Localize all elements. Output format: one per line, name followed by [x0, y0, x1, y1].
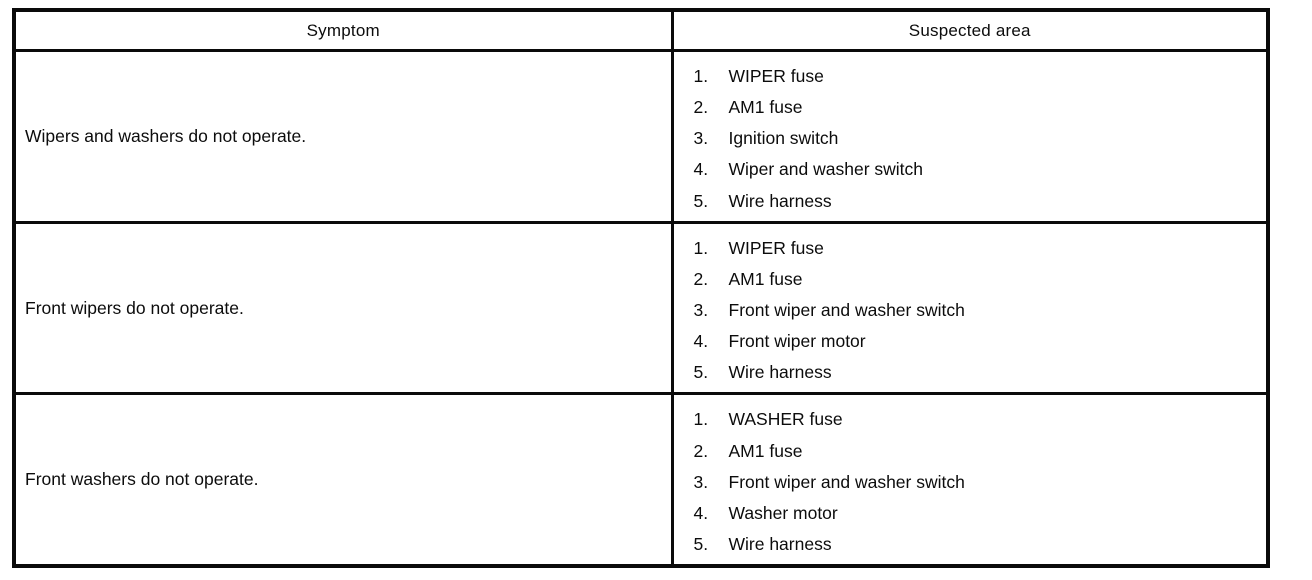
list-item-number: 2. — [693, 268, 709, 289]
list-item: 1. WASHER fuse — [694, 404, 1261, 435]
list-item: 1. WIPER fuse — [694, 61, 1261, 92]
symptom-text: Wipers and washers do not operate. — [25, 125, 307, 146]
list-item-label: AM1 fuse — [728, 440, 803, 461]
list-item: 1. WIPER fuse — [694, 233, 1261, 264]
symptom-cell: Wipers and washers do not operate. — [16, 52, 674, 221]
list-item-label: Washer motor — [728, 502, 838, 523]
list-item-label: AM1 fuse — [728, 97, 803, 118]
list-item: 2. AM1 fuse — [694, 435, 1261, 466]
list-item-label: Front wiper motor — [728, 331, 866, 352]
list-item-number: 1. — [693, 66, 709, 87]
list-item-number: 2. — [693, 440, 709, 461]
list-item: 3. Ignition switch — [694, 123, 1261, 154]
table-row: Wipers and washers do not operate. 1. WI… — [16, 49, 1266, 221]
symptom-cell: Front wipers do not operate. — [16, 223, 674, 393]
list-item-label: Wire harness — [728, 362, 832, 383]
list-item-number: 3. — [693, 300, 709, 321]
list-item: 4. Wiper and washer switch — [694, 154, 1261, 185]
list-item: 2. AM1 fuse — [694, 264, 1261, 295]
troubleshooting-table: Symptom Suspected area Wipers and washer… — [12, 8, 1270, 568]
list-item-label: WIPER fuse — [728, 237, 824, 258]
list-item-number: 2. — [693, 97, 709, 118]
list-item: 5. Wire harness — [694, 186, 1261, 217]
list-item-number: 3. — [693, 128, 709, 149]
list-item-label: Front wiper and washer switch — [728, 471, 965, 492]
suspected-area-cell: 1. WIPER fuse 2. AM1 fuse 3. Front wiper… — [674, 224, 1267, 393]
column-header-suspected-area: Suspected area — [908, 20, 1031, 40]
list-item: 3. Front wiper and washer switch — [694, 295, 1261, 326]
list-item: 4. Front wiper motor — [694, 326, 1261, 357]
list-item: 4. Washer motor — [694, 498, 1261, 529]
suspected-area-cell: 1. WIPER fuse 2. AM1 fuse 3. Ignition sw… — [674, 52, 1267, 221]
list-item-label: Wire harness — [728, 190, 832, 211]
list-item-label: AM1 fuse — [728, 268, 803, 289]
list-item-number: 4. — [693, 331, 709, 352]
list-item: 2. AM1 fuse — [694, 92, 1261, 123]
list-item-number: 4. — [693, 502, 709, 523]
symptom-cell: Front washers do not operate. — [16, 395, 674, 565]
list-item-number: 3. — [693, 471, 709, 492]
list-item-label: Wire harness — [728, 533, 832, 554]
list-item-number: 4. — [693, 159, 709, 180]
list-item: 5. Wire harness — [694, 357, 1261, 388]
table-row: Front wipers do not operate. 1. WIPER fu… — [16, 220, 1267, 393]
list-item-label: Ignition switch — [728, 128, 839, 149]
table-header-row: Symptom Suspected area — [16, 12, 1266, 49]
table-row: Front washers do not operate. 1. WASHER … — [16, 392, 1267, 565]
list-item-label: WASHER fuse — [728, 409, 843, 430]
list-item-label: Wiper and washer switch — [728, 159, 924, 180]
list-item: 5. Wire harness — [694, 529, 1261, 560]
symptom-text: Front wipers do not operate. — [25, 297, 244, 318]
suspected-area-cell: 1. WASHER fuse 2. AM1 fuse 3. Front wipe… — [674, 395, 1267, 564]
list-item-label: Front wiper and washer switch — [728, 300, 965, 321]
list-item-number: 5. — [693, 533, 709, 554]
column-header-symptom: Symptom — [16, 12, 674, 49]
list-item-number: 5. — [693, 190, 709, 211]
symptom-text: Front washers do not operate. — [25, 469, 259, 490]
list-item: 3. Front wiper and washer switch — [694, 467, 1261, 498]
list-item-number: 1. — [693, 409, 709, 430]
list-item-number: 5. — [693, 362, 709, 383]
list-item-number: 1. — [693, 237, 709, 258]
list-item-label: WIPER fuse — [728, 66, 824, 87]
